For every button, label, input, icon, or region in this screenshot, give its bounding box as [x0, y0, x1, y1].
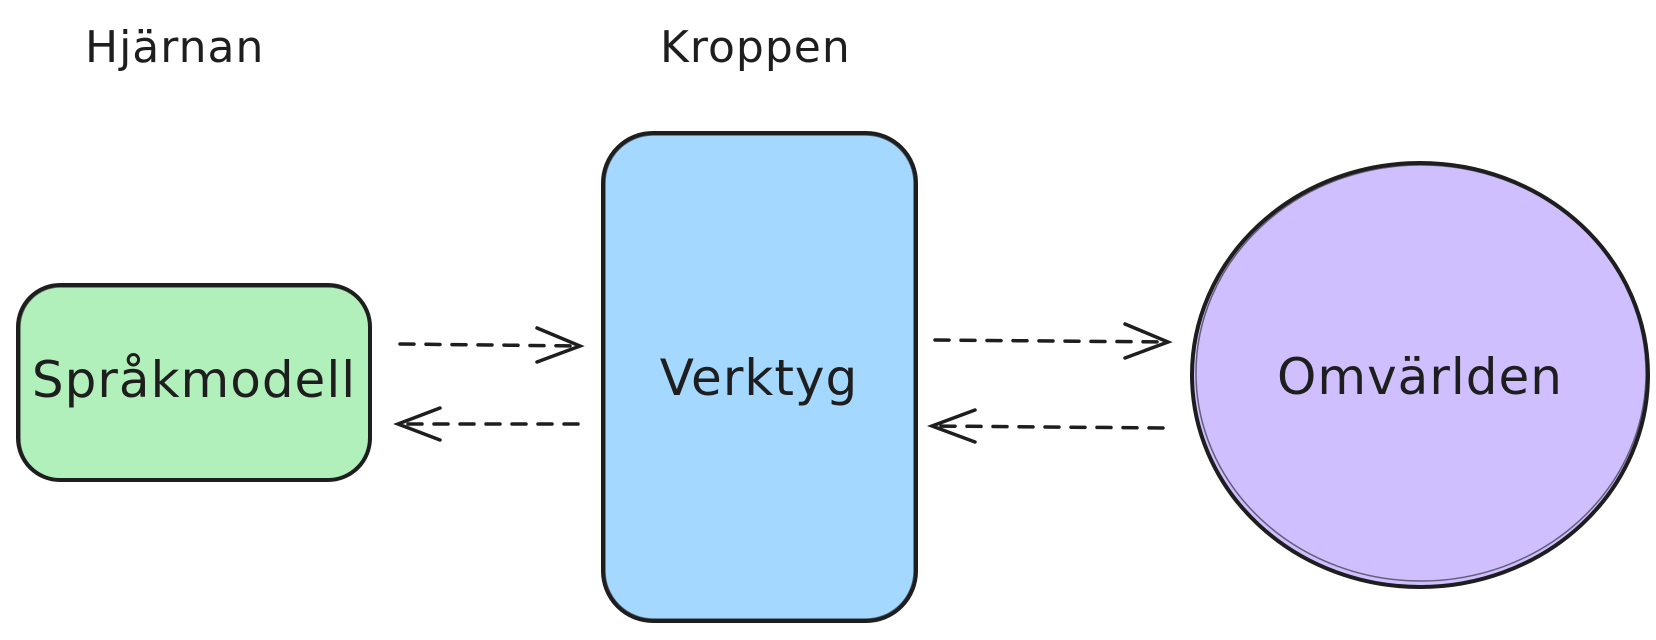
tools-box [601, 131, 918, 623]
arrow-environment-to-tools [926, 408, 1165, 444]
tools-label: Verktyg [660, 349, 859, 407]
environment-circle [1190, 161, 1650, 589]
tools-node: Verktyg [601, 131, 918, 623]
language-model-label: Språkmodell [32, 351, 356, 409]
header-body: Kroppen [660, 22, 851, 73]
arrow-tools-to-environment [933, 322, 1173, 360]
language-model-box [16, 283, 372, 482]
environment-node: Omvärlden [1190, 161, 1650, 589]
environment-label: Omvärlden [1277, 348, 1563, 406]
header-brain: Hjärnan [85, 22, 265, 73]
arrow-model-to-tools [398, 326, 585, 364]
arrow-tools-to-model [393, 406, 580, 442]
language-model-node: Språkmodell [16, 283, 372, 482]
